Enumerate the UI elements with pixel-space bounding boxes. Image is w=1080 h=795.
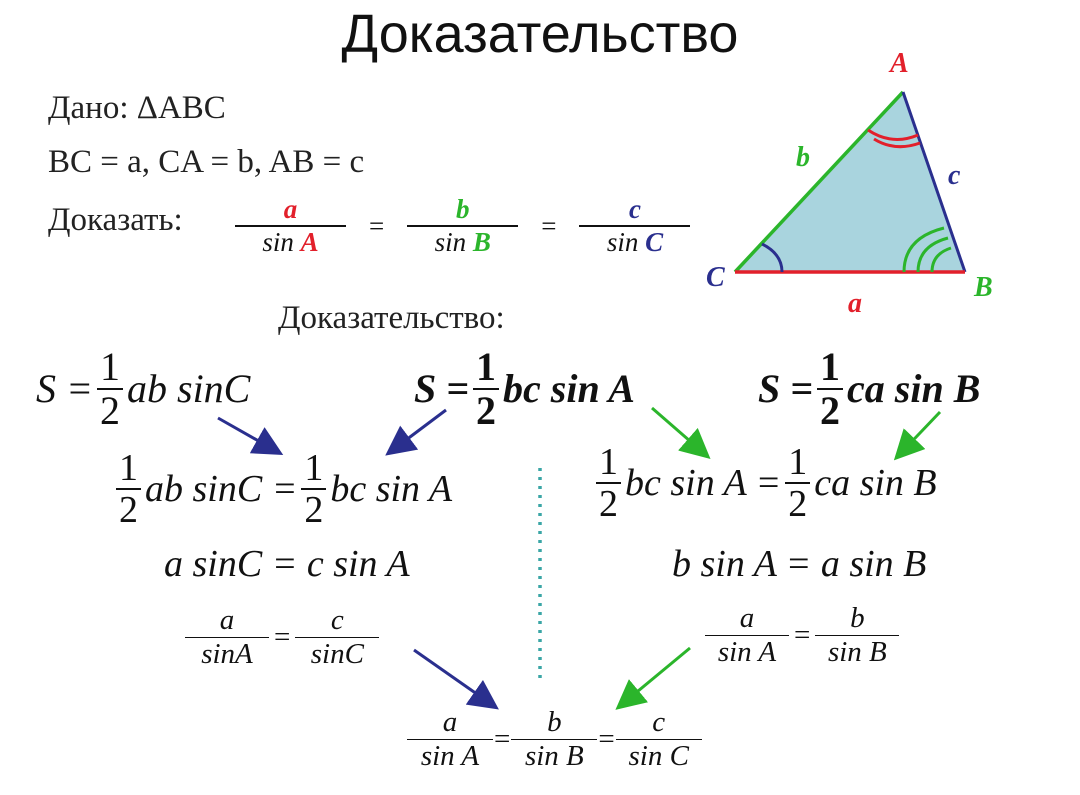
- side-c-line: [901, 91, 967, 273]
- arrow-s3-to-right: [893, 410, 942, 461]
- arrow-s2-to-left: [385, 408, 447, 456]
- angle-b-arc-3: [930, 246, 952, 273]
- goal-equation: a sin A = b sin B = c sin C: [235, 194, 691, 258]
- arrow-s2-to-right: [651, 406, 711, 459]
- angle-b-arc-1: [902, 226, 945, 273]
- angle-a-arc-inner: [873, 137, 921, 149]
- goal-fraction-b: b sin B: [407, 194, 519, 258]
- given-triangle: Дано: ΔABC: [48, 90, 226, 126]
- side-a-label: a: [848, 288, 862, 319]
- proof-label: Доказательство:: [278, 300, 505, 336]
- arrow-left-to-result: [413, 648, 499, 710]
- vertex-a-label: A: [890, 48, 909, 79]
- angle-a-arc-outer: [867, 128, 919, 141]
- angle-b-arc-2: [916, 236, 949, 273]
- side-c-label: c: [948, 160, 961, 191]
- left-step-2: a sinC = c sin A: [164, 543, 410, 585]
- angle-c-arc: [761, 242, 784, 273]
- right-step-2: b sin A = a sin B: [672, 543, 927, 585]
- page-title: Доказательство: [341, 4, 739, 64]
- arrow-s1-to-left: [217, 416, 284, 455]
- prove-label: Доказать:: [48, 202, 183, 238]
- goal-fraction-c: c sin C: [579, 194, 691, 258]
- side-b-line: [733, 90, 905, 274]
- given-sides: BC = a, CA = b, AB = c: [48, 144, 365, 180]
- vertex-b-label: B: [974, 272, 993, 303]
- vertex-c-label: C: [706, 262, 725, 293]
- arrow-right-to-result: [615, 646, 691, 710]
- side-b-label: b: [796, 142, 810, 173]
- goal-fraction-a: a sin A: [235, 194, 346, 258]
